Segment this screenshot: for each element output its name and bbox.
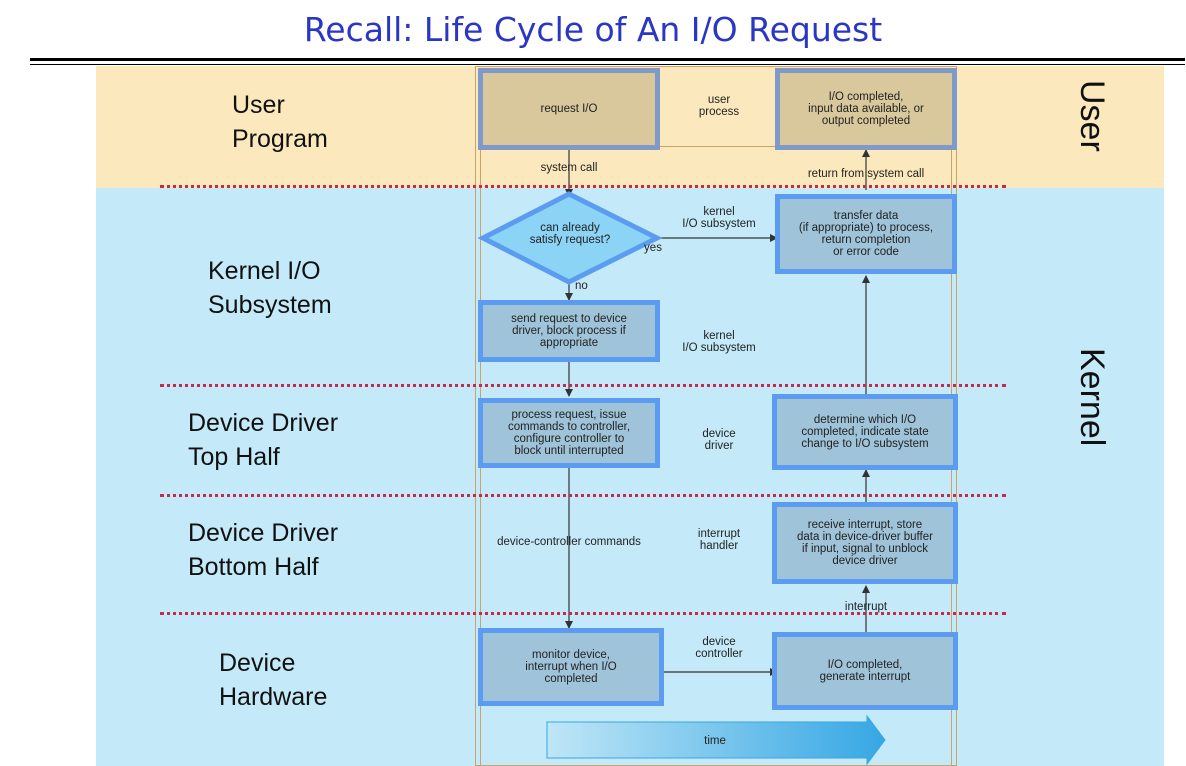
label-return-from-system-call: return from system call	[807, 168, 925, 180]
label-yes: yes	[644, 242, 662, 254]
layer-label-kernel-io: Kernel I/O Subsystem	[208, 254, 332, 322]
divider-user-kernel	[160, 185, 1006, 188]
divider-top-bottom-driver	[160, 494, 1006, 497]
label-kernel-io-subsystem: kernel I/O subsystem	[682, 206, 756, 230]
label-device-controller-commands: device-controller commands	[497, 536, 641, 548]
layer-label-line: Hardware	[219, 683, 328, 711]
divider-kernel-topdriver	[160, 384, 1006, 387]
label-kernel-io-subsystem-2: kernel I/O subsystem	[682, 330, 756, 354]
io-lifecycle-figure: request I/O I/O completed, input data av…	[475, 66, 959, 766]
layer-label-line: Program	[232, 125, 328, 153]
box-send-request: send request to device driver, block pro…	[478, 300, 660, 362]
layer-label-bottom-half: Device Driver Bottom Half	[188, 516, 338, 584]
layer-label-line: Top Half	[188, 443, 280, 471]
time-arrow	[546, 714, 886, 766]
box-monitor-device: monitor device, interrupt when I/O compl…	[478, 628, 664, 706]
label-interrupt-handler: interrupt handler	[697, 528, 741, 552]
box-receive-interrupt: receive interrupt, store data in device-…	[772, 502, 958, 584]
label-device-controller: device controller	[695, 636, 743, 660]
label-time: time	[704, 735, 726, 747]
divider-driver-hardware	[160, 612, 1006, 615]
diagram-connectors	[477, 149, 886, 766]
label-user-process: user process	[698, 94, 740, 118]
diamond-label: can already satisfy request?	[529, 222, 611, 246]
layer-label-line: Kernel I/O	[208, 257, 321, 285]
layer-label-line: Subsystem	[208, 291, 332, 319]
box-determine-io: determine which I/O completed, indicate …	[772, 394, 958, 470]
label-device-driver: device driver	[702, 428, 736, 452]
side-label-kernel: Kernel	[1073, 348, 1111, 447]
box-transfer-data: transfer data (if appropriate) to proces…	[775, 194, 957, 274]
label-no: no	[575, 280, 588, 292]
label-system-call: system call	[540, 162, 598, 174]
layer-label-line: Device	[219, 649, 296, 677]
layer-label-line: Device Driver	[188, 519, 339, 547]
side-label-user: User	[1073, 80, 1111, 152]
layer-label-user-program: User Program	[232, 88, 328, 156]
box-request-io: request I/O	[478, 68, 660, 150]
layer-label-line: Device Driver	[188, 409, 339, 437]
layer-label-top-half: Device Driver Top Half	[188, 406, 338, 474]
label-interrupt: interrupt	[844, 601, 888, 613]
layer-label-line: User	[232, 91, 285, 119]
layer-label-line: Bottom Half	[188, 553, 319, 581]
title-rule	[30, 58, 1185, 61]
decision-diamond	[477, 191, 663, 285]
box-io-completed-hw: I/O completed, generate interrupt	[772, 632, 958, 710]
title-rule-thin	[30, 64, 1185, 65]
box-io-completed-user: I/O completed, input data available, or …	[775, 68, 957, 150]
slide-title: Recall: Life Cycle of An I/O Request	[303, 10, 883, 49]
box-process-request: process request, issue commands to contr…	[478, 398, 660, 468]
layer-label-device-hardware: Device Hardware	[219, 646, 327, 714]
